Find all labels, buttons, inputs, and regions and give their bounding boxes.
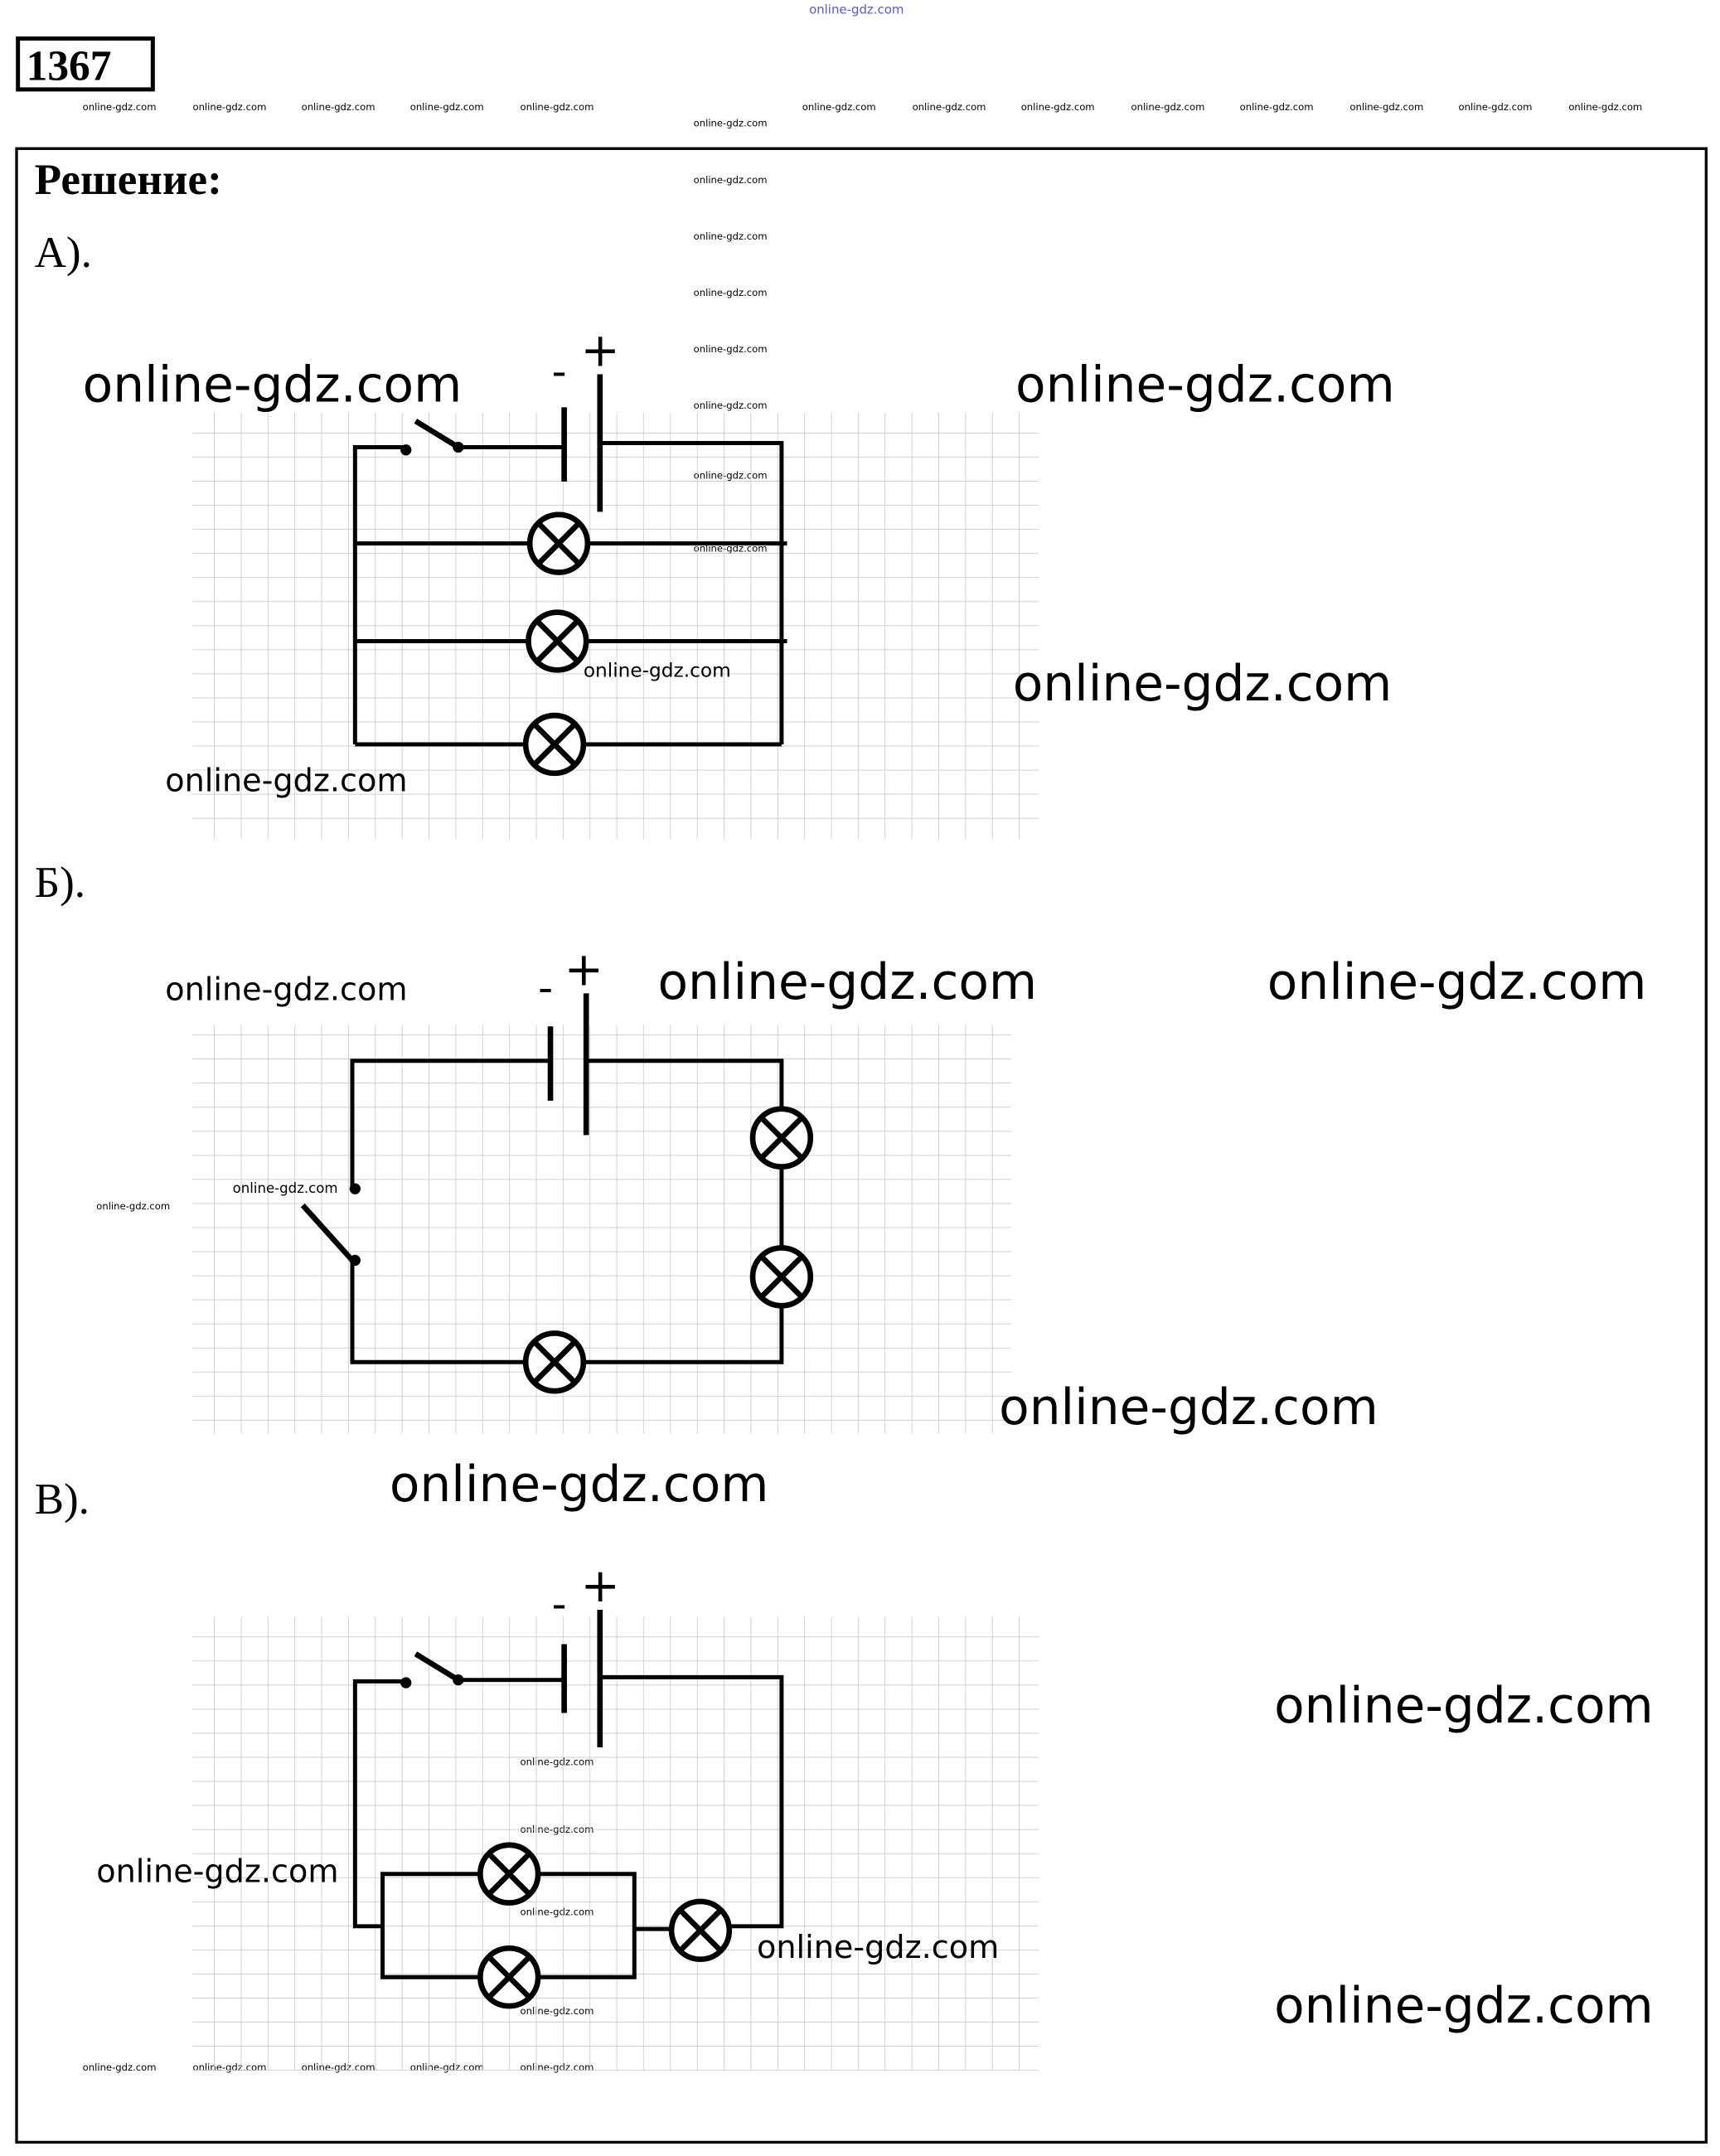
lamp-icon — [526, 609, 589, 673]
lamp-icon — [749, 1106, 814, 1170]
watermark: online-gdz.com — [390, 1456, 769, 1514]
circuit-c: - + — [192, 1559, 1039, 2071]
battery-icon: - + — [538, 942, 603, 1136]
watermark: online-gdz.com — [1267, 954, 1647, 1011]
watermark: online-gdz.com — [913, 101, 986, 113]
watermark: online-gdz.com — [694, 174, 768, 186]
watermark: online-gdz.com — [83, 357, 463, 414]
battery-plus: + — [564, 942, 603, 996]
watermark: online-gdz.com — [233, 1180, 338, 1196]
watermark: online-gdz.com — [96, 1200, 170, 1212]
lamp-icon — [526, 511, 591, 575]
watermark: online-gdz.com — [1015, 357, 1395, 414]
watermark: online-gdz.com — [1349, 101, 1423, 113]
lamp-icon — [522, 1330, 587, 1394]
watermark: online-gdz.com — [192, 101, 266, 113]
part-c-label: В). — [35, 1475, 90, 1524]
switch — [400, 1651, 464, 1688]
circuit-b: - + — [192, 942, 1012, 1434]
watermark: online-gdz.com — [694, 230, 768, 242]
grid-paper — [192, 1025, 1012, 1434]
watermark: online-gdz.com — [521, 101, 594, 113]
lamp-icon — [749, 1245, 814, 1309]
part-a-label: А). — [35, 229, 92, 277]
watermark: online-gdz.com — [694, 287, 768, 298]
switch — [300, 1183, 361, 1267]
solution-heading: Решение: — [35, 156, 222, 204]
lamp-icon — [668, 1898, 733, 1962]
battery-minus: - — [552, 347, 567, 395]
watermarks: online-gdz.com online-gdz.com online-gdz… — [83, 357, 1654, 2035]
watermark: online-gdz.com — [658, 954, 1038, 1011]
watermark: online-gdz.com — [410, 101, 484, 113]
watermark: online-gdz.com — [999, 1379, 1378, 1437]
watermark: online-gdz.com — [757, 1930, 999, 1966]
lamp-icon — [477, 1945, 541, 2009]
watermark: online-gdz.com — [1274, 1978, 1654, 2035]
watermark: online-gdz.com — [802, 101, 876, 113]
watermark: online-gdz.com — [694, 400, 768, 411]
watermark: online-gdz.com — [1013, 656, 1393, 713]
watermark: online-gdz.com — [165, 763, 407, 799]
solution-frame — [15, 147, 1708, 2144]
watermark: online-gdz.com — [302, 101, 375, 113]
switch — [400, 419, 464, 456]
battery-minus: - — [538, 963, 553, 1011]
circuit-a: - + — [192, 324, 1039, 840]
problem-number: 1367 — [27, 42, 112, 90]
lamp-icon — [477, 1842, 541, 1906]
watermark: online-gdz.com — [694, 118, 768, 129]
watermark: online-gdz.com — [83, 101, 157, 113]
watermark: online-gdz.com — [165, 972, 407, 1009]
watermark: online-gdz.com — [83, 2062, 157, 2073]
grid-paper — [192, 1616, 1039, 2071]
part-b-label: Б). — [35, 859, 85, 907]
battery-minus: - — [552, 1580, 567, 1628]
battery-icon: - + — [552, 1559, 620, 1748]
battery-icon: - + — [552, 324, 620, 512]
watermark: online-gdz.com — [694, 343, 768, 355]
watermark: online-gdz.com — [584, 660, 731, 682]
problem-number-box — [16, 36, 155, 92]
lamp-icon — [522, 712, 587, 777]
watermark: online-gdz.com — [1240, 101, 1314, 113]
watermark: online-gdz.com — [1459, 101, 1533, 113]
watermark: online-gdz.com — [1021, 101, 1095, 113]
watermark: online-gdz.com — [96, 1854, 338, 1891]
grid-paper — [192, 412, 1039, 840]
watermark: online-gdz.com — [1568, 101, 1642, 113]
battery-plus: + — [581, 1559, 620, 1613]
watermark: online-gdz.com — [1274, 1678, 1654, 1735]
site-mark: online-gdz.com — [809, 2, 904, 17]
battery-plus: + — [581, 324, 620, 378]
watermark: online-gdz.com — [1131, 101, 1204, 113]
